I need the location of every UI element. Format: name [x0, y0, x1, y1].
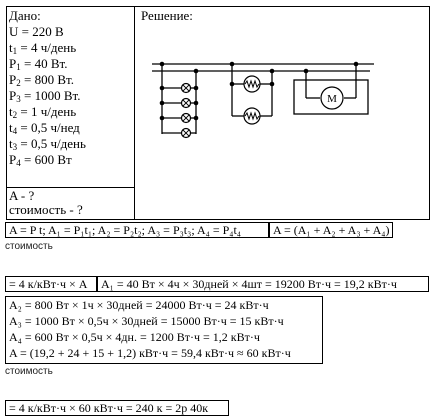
given-subscript: 2 [12, 110, 18, 120]
given-item: U = 220 В [9, 24, 86, 40]
given-item: t1 = 4 ч/день [9, 40, 86, 56]
given-item: P1 = 40 Вт. [9, 56, 86, 72]
find-item-work: A - ? [9, 188, 35, 203]
given-subscript: 1 [12, 46, 18, 56]
given-value: = 1000 Вт. [20, 88, 81, 103]
lamp-icons [180, 82, 192, 139]
given-subscript: 4 [12, 126, 18, 136]
motor-icon [320, 86, 344, 110]
given-heading: Дано: [9, 8, 41, 23]
given-value: = 0,5 ч/день [17, 136, 86, 151]
given-value: = 600 Вт [20, 152, 72, 167]
given-value: = 40 Вт. [20, 56, 68, 71]
given-item: t3 = 0,5 ч/день [9, 136, 86, 152]
find-item-cost: стоимость - ? [9, 202, 83, 217]
given-symbol: P [9, 56, 17, 71]
given-symbol: t [9, 136, 13, 151]
motor-label: M [327, 93, 337, 105]
given-symbol: P [9, 88, 17, 103]
motor-box [293, 79, 369, 115]
rate-box: = 4 к/кВт·ч × A [5, 276, 97, 292]
given-subscript: 4 [16, 158, 21, 168]
given-symbol: t [9, 104, 13, 119]
given-item: P4 = 600 Вт [9, 152, 86, 168]
circuit-diagram: M [152, 61, 374, 139]
junction-dots [159, 61, 359, 121]
given-symbol: U [9, 24, 19, 39]
given-symbol: P [9, 152, 17, 167]
task-table [6, 6, 430, 220]
calc-line-total: A = (19,2 + 24 + 15 + 1,2) кВт·ч = 59,4 … [9, 346, 291, 360]
given-subscript: 3 [16, 94, 21, 104]
formula-box-right: A = (A₁ + A₂ + A₃ + A₄) [269, 222, 394, 238]
calc-box: A₂ = 800 Вт × 1ч × 30дней = 24000 Вт·ч =… [5, 296, 323, 364]
given-value: = 0,5 ч/нед [17, 120, 80, 135]
cost-label-2: стоимость [5, 366, 53, 377]
cost-label: стоимость [5, 241, 53, 252]
formula-box-left: A = P t; A₁ = P₁t₁; A₂ = P₂t₂; A₃ = P₃t₃… [5, 222, 269, 238]
find-area: A - ? стоимость - ? [9, 189, 83, 217]
given-subscript: 1 [16, 62, 21, 72]
calc-line-a4: A₄ = 600 Вт × 0,5ч × 4дн. = 1200 Вт·ч = … [9, 330, 260, 344]
given-item: P2 = 800 Вт. [9, 72, 86, 88]
given-item: P3 = 1000 Вт. [9, 88, 86, 104]
given-item: t4 = 0,5 ч/нед [9, 120, 86, 136]
given-find-divider [6, 187, 135, 188]
given-symbol: t [9, 40, 13, 55]
given-value: = 220 В [18, 24, 64, 39]
given-value: = 800 Вт. [20, 72, 74, 87]
given-value: = 1 ч/день [17, 104, 77, 119]
calc-line-a3: A₃ = 1000 Вт × 0,5ч × 30дней = 15000 Вт·… [9, 314, 284, 328]
calc-line-a2: A₂ = 800 Вт × 1ч × 30дней = 24000 Вт·ч =… [9, 298, 269, 312]
solution-heading: Решение: [141, 8, 193, 23]
given-symbol: t [9, 120, 13, 135]
given-subscript: 3 [12, 142, 18, 152]
a1-box: A₁ = 40 Вт × 4ч × 30дней × 4шт = 19200 В… [97, 276, 429, 292]
given-subscript: 2 [16, 78, 21, 88]
final-box: = 4 к/кВт·ч × 60 кВт·ч = 240 к = 2р 40к [5, 400, 229, 416]
table-divider-vertical [134, 6, 135, 220]
given-item: t2 = 1 ч/день [9, 104, 86, 120]
given-symbol: P [9, 72, 17, 87]
given-value: = 4 ч/день [17, 40, 77, 55]
